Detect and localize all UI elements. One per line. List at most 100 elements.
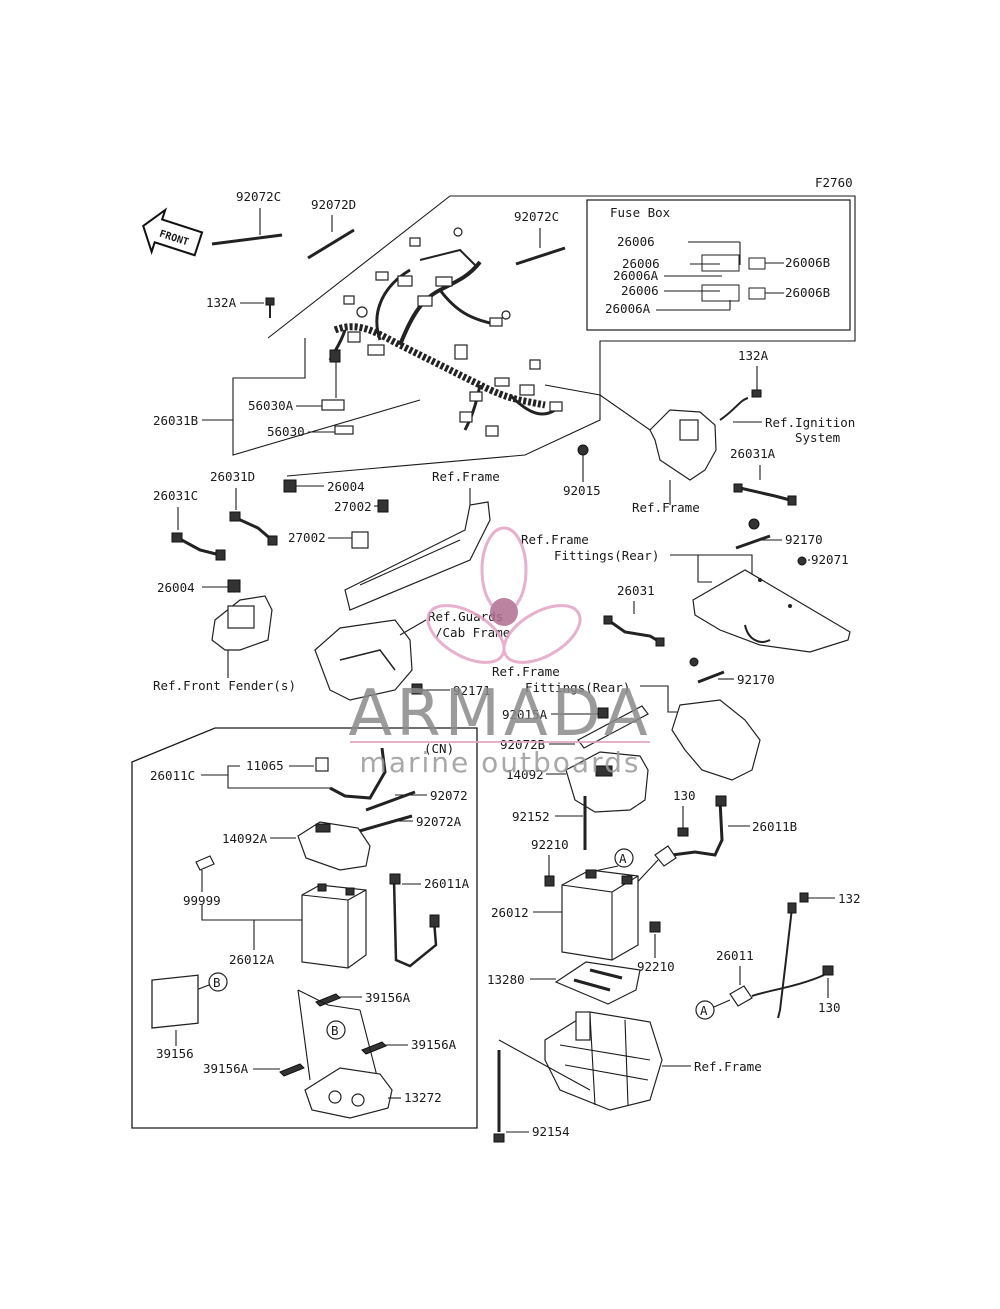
front-arrow-icon: FRONT xyxy=(142,207,204,257)
armada-watermark: ARMADA marine outboards xyxy=(348,526,651,779)
clamp-92072D xyxy=(307,228,355,260)
bracket-92072B xyxy=(577,705,649,749)
label-26012A: 26012A xyxy=(229,952,275,967)
harness-26031C xyxy=(177,536,221,557)
label-11065: 11065 xyxy=(246,758,284,773)
harness-26031 xyxy=(607,618,661,644)
clamp-92072A xyxy=(355,814,413,834)
part-56030A xyxy=(321,399,345,411)
label-56030A: 56030A xyxy=(248,398,294,413)
cn-inset-box: (CN) xyxy=(131,727,478,1129)
label-132A-b: 132A xyxy=(738,348,769,363)
fuse-box-title: Fuse Box xyxy=(610,205,671,220)
ref-fittings-rear-2a: Ref.Frame xyxy=(492,664,560,679)
bolt-132A-b xyxy=(751,389,762,398)
nut-92015 xyxy=(577,444,589,456)
watermark-rule xyxy=(350,741,650,743)
label-39156A-c: 39156A xyxy=(203,1061,249,1076)
label-92154: 92154 xyxy=(532,1124,570,1139)
label-26011A: 26011A xyxy=(424,876,470,891)
svg-text:A: A xyxy=(619,851,627,866)
ref-guards-line2: /Cab Frame xyxy=(435,625,510,640)
clip-92171 xyxy=(411,683,423,695)
circle-mark-A-2: A xyxy=(695,1000,715,1020)
fuse-label-26006-3: 26006 xyxy=(621,283,659,298)
bolt-130-b xyxy=(822,965,834,976)
circle-mark-A-1: A xyxy=(614,848,634,868)
cable-26011C xyxy=(329,747,387,800)
label-92152: 92152 xyxy=(512,809,550,824)
propeller-logo-icon xyxy=(426,526,582,664)
label-26031B: 26031B xyxy=(153,413,198,428)
label-13280: 13280 xyxy=(487,972,525,987)
label-27002-a: 27002 xyxy=(334,499,372,514)
nut-92210-a xyxy=(544,875,555,887)
circle-mark-B-1: B xyxy=(208,972,228,992)
battery-26012 xyxy=(561,869,639,961)
sticker-39156A-a xyxy=(315,993,341,1007)
label-14092A: 14092A xyxy=(222,831,268,846)
fuse-block xyxy=(656,241,784,311)
label-26031C: 26031C xyxy=(153,488,198,503)
fuse-label-26006A-2: 26006A xyxy=(605,301,651,316)
label-27002-b: 27002 xyxy=(288,530,326,545)
part-27002-b xyxy=(351,531,369,549)
rear-frame-structure xyxy=(544,1011,663,1111)
terminal-cover-26011B xyxy=(654,845,677,867)
label-39156A-a: 39156A xyxy=(365,990,411,1005)
center-frame-rail xyxy=(344,501,491,611)
fuse-label-26006-1: 26006 xyxy=(617,234,655,249)
label-26011: 26011 xyxy=(716,948,754,963)
label-92072: 92072 xyxy=(430,788,468,803)
watermark-brand: ARMADA xyxy=(348,677,651,751)
label-92072D: 92072D xyxy=(311,197,356,212)
clamp-92170-a xyxy=(735,534,771,550)
battery-26012A xyxy=(301,883,367,969)
label-26031A: 26031A xyxy=(730,446,776,461)
part-26004-b xyxy=(227,579,241,593)
harness-26031A xyxy=(739,486,791,502)
harness-26031D xyxy=(235,516,273,542)
svg-text:A: A xyxy=(700,1003,708,1018)
part-56030 xyxy=(334,425,354,435)
label-92170-a: 92170 xyxy=(785,532,823,547)
label-132: 132 xyxy=(838,891,861,906)
watermark-tagline: marine outboards xyxy=(360,746,641,779)
figure-code: F2760 xyxy=(815,175,853,190)
circle-mark-B-2: B xyxy=(326,1020,346,1040)
battery-cover-14092A xyxy=(297,821,371,871)
clamp-92072C-b xyxy=(515,246,566,266)
fuse-label-26006B-2: 26006B xyxy=(785,285,830,300)
label-92072C-b: 92072C xyxy=(514,209,559,224)
front-fender-bracket xyxy=(211,595,273,651)
label-92072A: 92072A xyxy=(416,814,462,829)
fuse-label-26006B-1: 26006B xyxy=(785,255,830,270)
guards-cab-frame xyxy=(314,619,413,701)
label-39156: 39156 xyxy=(156,1046,194,1061)
label-132A-a: 132A xyxy=(206,295,237,310)
part-99999 xyxy=(195,855,215,871)
cap-11065 xyxy=(315,757,329,772)
ref-front-fender: Ref.Front Fender(s) xyxy=(153,678,296,693)
cn-inset-title: (CN) xyxy=(424,741,454,756)
fuse-box-frame: Fuse Box 26006 26006 26006A 26006 26006A… xyxy=(586,199,851,331)
cable-26011A xyxy=(392,879,438,968)
label-26004-b: 26004 xyxy=(157,580,195,595)
label-26011B: 26011B xyxy=(752,819,797,834)
cable-26011B xyxy=(671,799,724,857)
label-99999: 99999 xyxy=(183,893,221,908)
label-130-a: 130 xyxy=(673,788,696,803)
label-14092: 14092 xyxy=(506,767,544,782)
battery-pad-13280 xyxy=(554,961,641,1005)
svg-text:B: B xyxy=(331,1023,339,1038)
ref-ignition-line2: System xyxy=(795,430,840,445)
label-92210-a: 92210 xyxy=(531,837,569,852)
rear-floor-panel xyxy=(692,569,851,653)
ignition-bracket xyxy=(649,397,749,481)
label-13272: 13272 xyxy=(404,1090,442,1105)
nut-92210-b xyxy=(649,921,661,933)
label-92210-b: 92210 xyxy=(637,959,675,974)
ref-fittings-rear-1a: Ref.Frame xyxy=(521,532,589,547)
label-92015A: 92015A xyxy=(502,707,548,722)
